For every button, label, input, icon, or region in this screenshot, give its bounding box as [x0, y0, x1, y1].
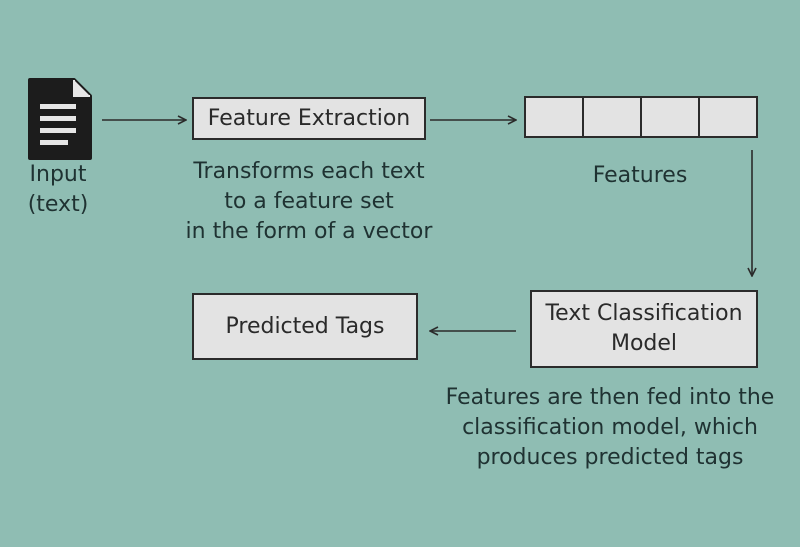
- document-icon: [28, 78, 92, 160]
- input-label-line2: (text): [27, 192, 89, 217]
- predicted-tags-label: Predicted Tags: [225, 313, 385, 339]
- classification-model-box: Text Classification Model: [530, 290, 758, 368]
- classification-model-caption-line3: produces predicted tags: [476, 445, 744, 470]
- feature-extraction-label: Feature Extraction: [207, 105, 411, 131]
- features-label: Features: [560, 161, 720, 191]
- classification-model-label-line2: Model: [610, 331, 678, 356]
- predicted-tags-box: Predicted Tags: [192, 293, 418, 360]
- input-label: Input (text): [22, 160, 94, 220]
- classification-model-label-line1: Text Classification: [545, 301, 743, 326]
- feature-vector: [524, 96, 758, 138]
- classification-model-caption-line2: classification model, which: [462, 415, 758, 440]
- feature-extraction-caption-line2: to a feature set: [224, 189, 394, 214]
- features-label-text: Features: [592, 163, 688, 188]
- classification-model-caption-line1: Features are then fed into the: [445, 385, 775, 410]
- classification-model-caption: Features are then fed into the classific…: [428, 383, 792, 473]
- feature-extraction-caption: Transforms each text to a feature set in…: [164, 157, 454, 247]
- feature-vector-cell: [642, 98, 700, 136]
- feature-vector-cell: [584, 98, 642, 136]
- input-label-line1: Input: [29, 162, 87, 187]
- feature-extraction-box: Feature Extraction: [192, 97, 426, 140]
- feature-vector-cell: [526, 98, 584, 136]
- feature-vector-cell: [700, 98, 756, 136]
- feature-extraction-caption-line3: in the form of a vector: [185, 219, 433, 244]
- feature-extraction-caption-line1: Transforms each text: [193, 159, 425, 184]
